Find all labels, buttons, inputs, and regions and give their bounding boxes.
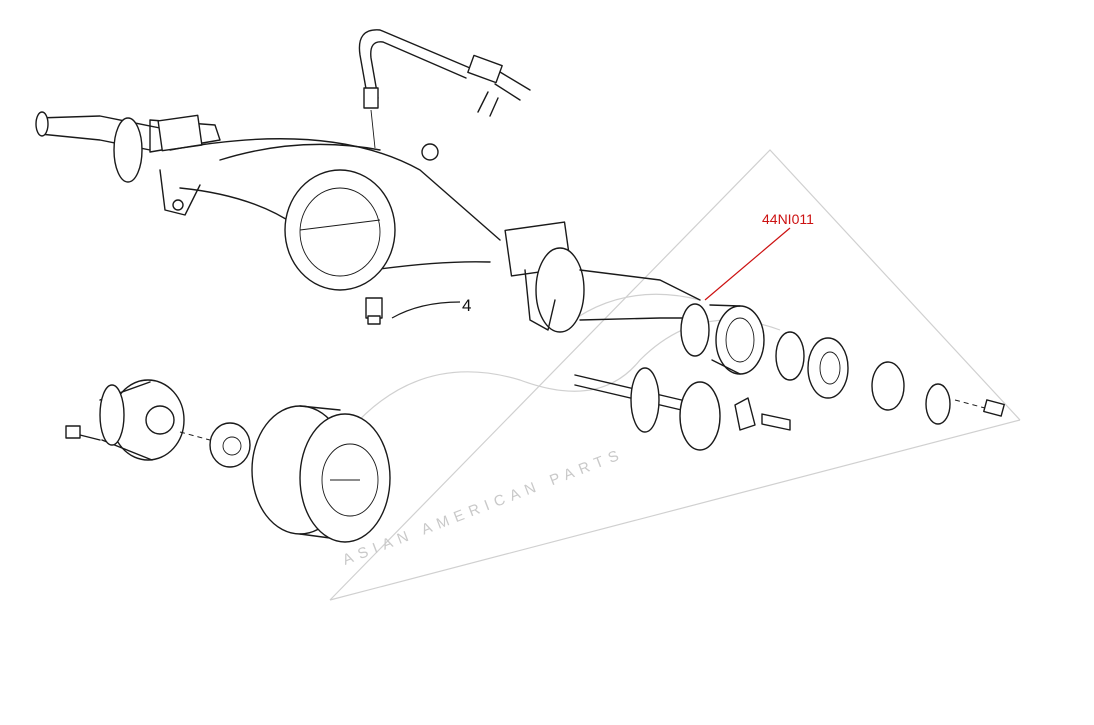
right-spindle	[504, 221, 701, 333]
drain-plug: 4	[365, 296, 471, 325]
brake-drum	[251, 405, 391, 543]
part-number-label: 44NI011	[762, 211, 814, 227]
axle-housing	[35, 111, 501, 291]
hub	[65, 379, 251, 468]
part-number-callout: 44NI011	[704, 211, 814, 301]
ref-number-4: 4	[462, 296, 471, 315]
breather-hose	[358, 29, 531, 149]
watermark: ASIAN AMERICAN PARTS	[329, 149, 1021, 601]
outer-bearing-set	[680, 303, 1005, 425]
axle-shaft	[574, 367, 791, 451]
